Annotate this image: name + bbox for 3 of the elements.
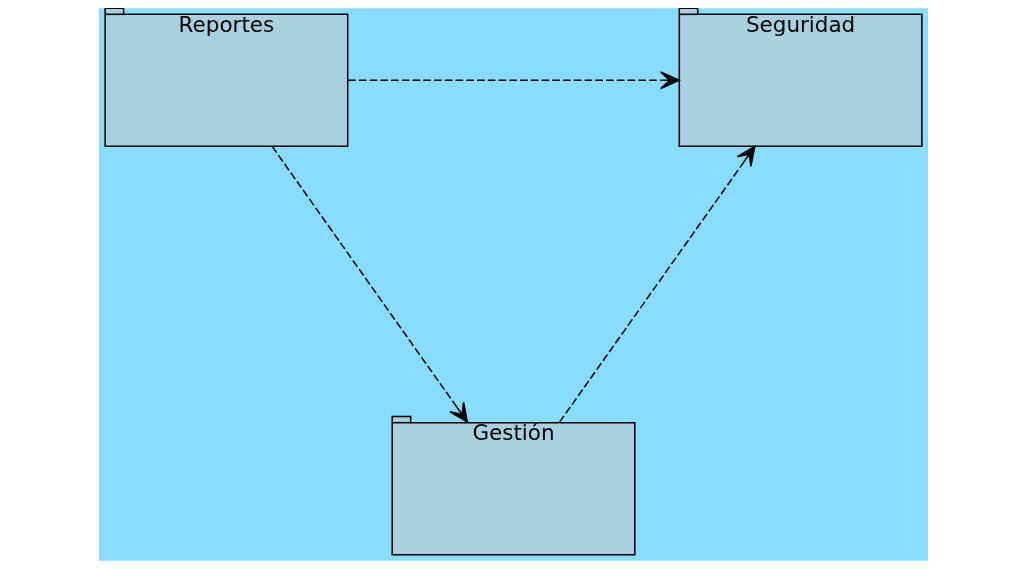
arrow bbox=[270, 145, 468, 423]
arrow bbox=[558, 145, 756, 423]
arrow bbox=[346, 71, 680, 90]
